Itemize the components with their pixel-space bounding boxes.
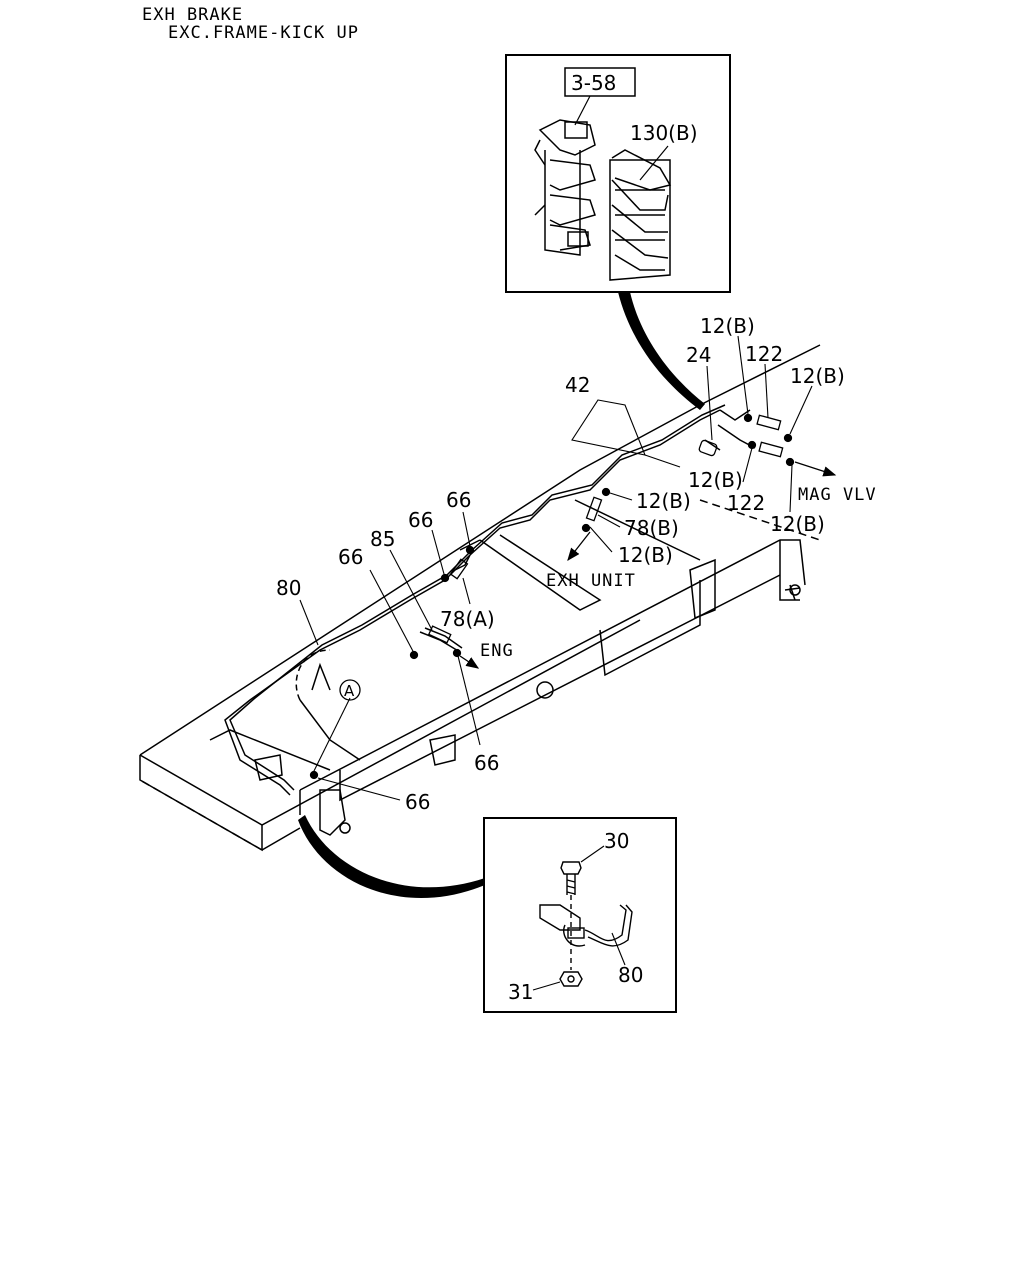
callout-122-bottom: 122 [727,491,765,515]
callout-85: 85 [370,527,395,551]
inset-connector-bottom [298,815,485,899]
callout-31: 31 [508,980,533,1004]
clip-assembly-drawing [539,861,633,987]
callout-circle-a: A [344,682,355,700]
ref-box-label: 3-58 [571,71,616,95]
diagram-title: EXH BRAKE [142,5,243,25]
callout-24: 24 [686,343,711,367]
callout-12b-bottom: 12(B) [618,543,673,567]
callout-78b: 78(B) [624,516,679,540]
callout-66-e: 66 [405,790,430,814]
callout-42: 42 [565,373,590,397]
part-130b-label: 130(B) [630,121,698,145]
callout-12b-mid: 12(B) [688,468,743,492]
callout-80-inset: 80 [618,963,643,987]
bracket-left-drawing [534,119,596,256]
label-exh-unit: EXH UNIT [546,571,636,591]
diagram-subtitle: EXC.FRAME-KICK UP [168,23,359,43]
callout-66-a: 66 [446,488,471,512]
inset-connector-top [618,292,705,410]
top-inset: 3-58 130(B) [505,54,731,293]
callout-66-d: 66 [474,751,499,775]
callout-80: 80 [276,576,301,600]
bottom-inset-frame [483,817,677,1013]
callout-12b-lower: 12(B) [636,489,691,513]
callout-78a: 78(A) [440,607,495,631]
callout-30: 30 [604,829,629,853]
label-eng: ENG [480,641,514,661]
callout-12b-far-right: 12(B) [770,512,825,536]
callout-122-top: 122 [745,342,783,366]
callout-66-c: 66 [338,545,363,569]
callout-12b-top: 12(B) [700,314,755,338]
callout-66-b: 66 [408,508,433,532]
brake-pipe-80-drawing [224,404,756,796]
circle-a-marker [339,679,361,701]
bracket-130b-drawing [609,149,672,281]
bottom-inset: 30 80 31 [483,817,677,1013]
callout-12b-right: 12(B) [790,364,845,388]
ref-box-frame [564,67,636,97]
label-mag-vlv: MAG VLV [798,485,877,505]
leader-lines [299,335,813,801]
